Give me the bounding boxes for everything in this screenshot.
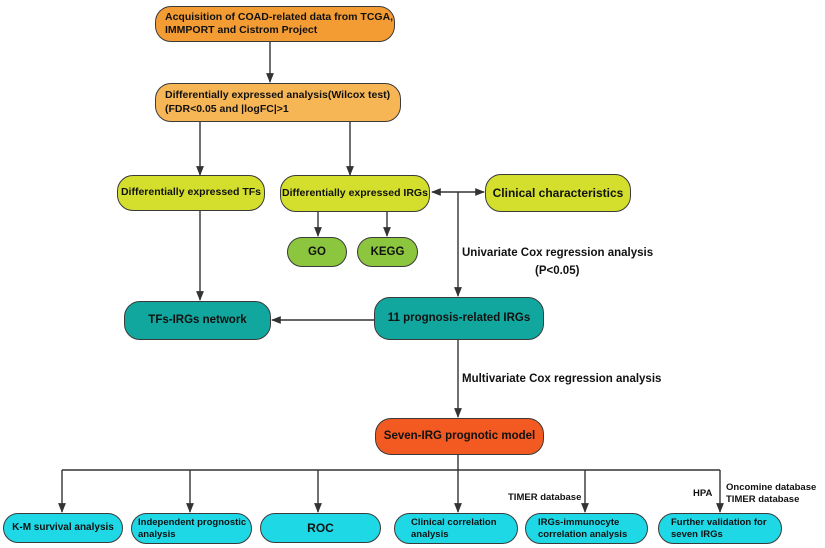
node-clinical-correlation-text: Clinical correlation analysis (411, 516, 497, 540)
node-further-validation-text: Further validation for seven IRGs (671, 516, 767, 540)
node-diff-tfs-text: Differentially expressed TFs (120, 186, 262, 199)
label-univariate-p: (P<0.05) (535, 265, 580, 277)
node-km-survival: K-M survival analysis (3, 513, 123, 543)
node-prognosis-irgs-text: 11 prognosis-related IRGs (387, 312, 531, 325)
node-independent-prognostic: Independent prognostic analysis (131, 513, 252, 544)
node-clinical-correlation: Clinical correlation analysis (394, 513, 518, 544)
node-tfs-irgs-network-text: TFs-IRGs network (148, 314, 247, 327)
node-irgs-immunocyte-text: IRGs-immunocyte correlation analysis (538, 516, 628, 540)
node-km-survival-text: K-M survival analysis (12, 521, 114, 533)
node-clinical-characteristics-text: Clinical characteristics (492, 185, 624, 200)
node-tfs-irgs-network: TFs-IRGs network (124, 301, 271, 340)
node-go: GO (287, 237, 347, 267)
node-acquisition: Acquisition of COAD-related data from TC… (155, 6, 395, 42)
node-further-validation: Further validation for seven IRGs (658, 513, 782, 544)
label-oncomine-database: Oncomine database (726, 482, 817, 493)
label-timer-database-2: TIMER database (726, 494, 800, 505)
node-diff-analysis-text: Differentially expressed analysis(Wilcox… (165, 89, 391, 115)
node-prognosis-irgs: 11 prognosis-related IRGs (374, 297, 544, 340)
node-roc: ROC (260, 513, 381, 543)
node-roc-text: ROC (307, 520, 334, 535)
node-diff-analysis: Differentially expressed analysis(Wilcox… (155, 83, 401, 122)
label-univariate: Univariate Cox regression analysis (462, 247, 654, 259)
node-irgs-immunocyte: IRGs-immunocyte correlation analysis (525, 513, 648, 544)
node-diff-tfs: Differentially expressed TFs (117, 175, 265, 211)
node-independent-prognostic-text: Independent prognostic analysis (138, 516, 247, 540)
node-diff-irgs-text: Differentially expressed IRGs (282, 186, 428, 199)
label-hpa: HPA (693, 488, 713, 499)
node-seven-irg-model-text: Seven-IRG prognotic model (383, 430, 536, 443)
node-diff-irgs: Differentially expressed IRGs (280, 175, 430, 212)
node-go-text: GO (308, 245, 326, 258)
node-kegg: KEGG (357, 237, 418, 267)
node-seven-irg-model: Seven-IRG prognotic model (375, 418, 544, 455)
node-kegg-text: KEGG (370, 245, 405, 258)
label-multivariate: Multivariate Cox regression analysis (462, 373, 662, 385)
node-clinical-characteristics: Clinical characteristics (485, 174, 631, 212)
node-acquisition-text: Acquisition of COAD-related data from TC… (165, 10, 394, 36)
label-timer-database: TIMER database (508, 492, 582, 503)
